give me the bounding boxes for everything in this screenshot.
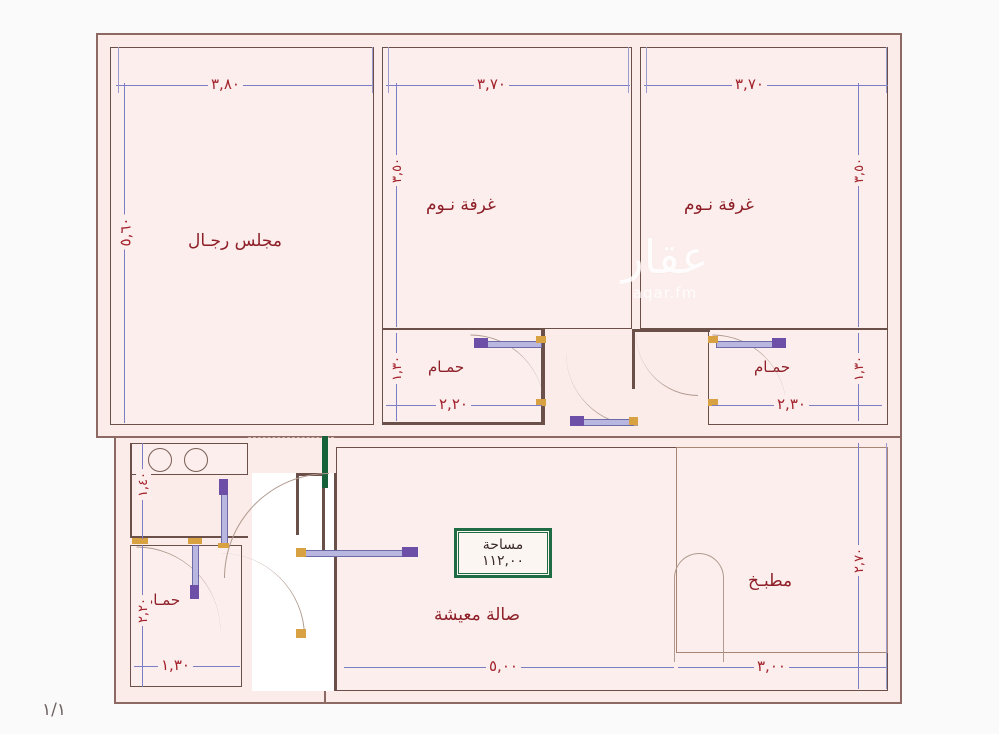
window-living-top-block — [402, 547, 418, 557]
entry-corridor-wall-h — [296, 473, 324, 476]
dim-living-width: ٥,٠٠ — [486, 657, 521, 675]
area-badge: مساحة ١١٢,٠٠ — [454, 528, 552, 578]
dim-bedroom-mid-height: ٣,٥٠ — [390, 154, 406, 187]
corridor-wall-left — [542, 329, 545, 425]
room-living — [336, 447, 888, 691]
dim-utility-height: ١,٤٠ — [136, 468, 152, 501]
room-label-bath-mid: حمـام — [428, 358, 465, 376]
dim-line-bedroom-right-v — [858, 83, 859, 327]
door-jamb-bath-left-a — [132, 538, 148, 544]
dim-line-bedroom-mid-v — [396, 83, 397, 327]
entry-door[interactable] — [322, 436, 328, 488]
dim-line-top-left — [116, 85, 372, 86]
door-jamb-bath-right-b — [708, 399, 718, 406]
dim-bath-right-width: ٢,٣٠ — [774, 395, 809, 413]
dashed-partition — [248, 437, 334, 438]
room-kitchen — [676, 447, 888, 653]
dim-bath-mid-height: ١,٣٠ — [390, 352, 406, 385]
room-label-bedroom-right: غرفة نـوم — [684, 195, 754, 215]
door-jamb-living-bottom — [296, 629, 306, 638]
corridor-wall-top — [632, 329, 710, 332]
window-living-top[interactable] — [304, 550, 418, 557]
door-jamb-living-top — [296, 548, 306, 557]
window-bath-right[interactable] — [716, 341, 780, 348]
utility-shaft-wall — [130, 443, 132, 538]
door-jamb-hall — [218, 543, 229, 548]
floor-plan-drawing: مجلس رجـال غرفة نـوم غرفة نـوم حمـام حمـ… — [96, 33, 902, 704]
room-bedroom-right — [640, 47, 888, 329]
door-jamb-bath-left-b — [188, 538, 202, 544]
burner-left-icon — [148, 448, 172, 472]
bath-mid-bottom-wall — [382, 422, 545, 425]
window-bath-left-block — [190, 585, 199, 599]
void-wall-right — [334, 473, 337, 691]
entry-stub-wall — [296, 473, 299, 535]
dim-ext-f — [886, 47, 887, 93]
window-bath-right-block — [772, 338, 786, 348]
dim-top-mid: ٣,٧٠ — [474, 75, 509, 93]
page-marker: ١/١ — [42, 700, 66, 720]
room-label-bath-right: حمـام — [754, 358, 791, 376]
dim-kitchen-height: ٢,٧٠ — [852, 544, 868, 577]
door-jamb-bath-mid-b — [536, 399, 546, 406]
utility-shaft-wall-bottom — [130, 536, 248, 538]
window-bath-mid-block — [474, 338, 488, 348]
dim-ext-d — [628, 47, 629, 93]
dim-kitchen-width: ٣,٠٠ — [754, 657, 789, 675]
window-corridor-block — [570, 416, 584, 426]
entry-corridor-wall-v — [322, 473, 325, 553]
area-badge-label: مساحة — [482, 536, 524, 553]
room-bedroom-mid — [382, 47, 632, 329]
dim-bath-left-height: ٢,٢٠ — [136, 594, 152, 627]
dim-line-majlis-v — [124, 83, 125, 423]
dim-majlis-height: ٥,٦٠ — [116, 214, 135, 250]
dim-bath-right-height: ١,٣٠ — [852, 352, 868, 385]
room-label-living: صالة معيشة — [434, 605, 521, 625]
dim-ext-b — [372, 47, 373, 93]
door-jamb-corridor — [629, 417, 638, 425]
dim-ext-c — [388, 47, 389, 93]
door-jamb-bath-right-a — [708, 336, 718, 343]
room-label-majlis: مجلس رجـال — [188, 231, 283, 251]
room-label-bedroom-mid: غرفة نـوم — [426, 195, 496, 215]
dim-ext-a — [118, 47, 119, 93]
dim-ext-right-outer — [886, 443, 887, 689]
room-majlis — [110, 47, 374, 425]
dim-top-right: ٣,٧٠ — [732, 75, 767, 93]
dim-bath-left-width: ١,٣٠ — [158, 656, 193, 674]
dim-ext-e — [646, 47, 647, 93]
burner-right-icon — [184, 448, 208, 472]
room-label-kitchen: مطبـخ — [748, 571, 793, 591]
area-badge-value: ١١٢,٠٠ — [481, 553, 525, 569]
room-label-bath-left: حمـام — [144, 591, 181, 609]
dim-top-left: ٣,٨٠ — [208, 75, 243, 93]
door-jamb-bath-mid-a — [536, 336, 546, 343]
kitchen-arch-opening — [674, 553, 724, 662]
dim-bath-mid-width: ٢,٢٠ — [436, 395, 471, 413]
dim-bedroom-right-height: ٣,٥٠ — [852, 154, 868, 187]
window-hall-block — [219, 479, 228, 495]
